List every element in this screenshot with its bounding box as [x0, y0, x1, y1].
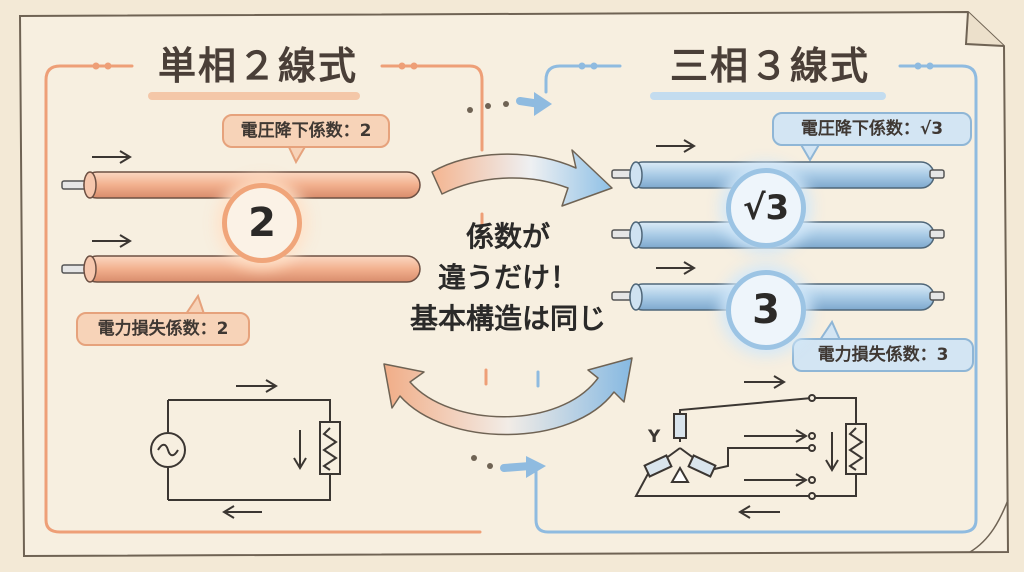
dotted-arrow-top: [467, 92, 552, 116]
dotted-arrow-bottom: [471, 455, 546, 478]
left-title: 単相２線式: [157, 44, 358, 88]
right-voltage-coefficient-badge: √3: [726, 168, 806, 248]
center-message-line-3: 基本構造は同じ: [409, 302, 606, 335]
bubble-tail-vd-left: [287, 144, 307, 165]
center-message: 係数が 違うだけ！ 基本構造は同じ: [392, 216, 624, 339]
center-message-line-2: 違うだけ！: [437, 261, 578, 294]
paper-sheet: [18, 10, 1010, 558]
left-coefficient-badge: 2: [222, 183, 302, 263]
bubble-tail-vd-right: [799, 142, 821, 162]
y-coil-top-icon: [673, 413, 687, 439]
y-connection-label: Y: [648, 427, 661, 447]
right-current-arrows: [656, 139, 696, 275]
curved-arrow-top: [431, 149, 613, 207]
left-circuit: [150, 379, 341, 519]
right-circuit: [634, 375, 867, 519]
right-voltage-drop-label: 電圧降下係数：√3: [772, 112, 972, 146]
right-title: 三相３線式: [669, 44, 870, 88]
left-title-underline: [148, 92, 360, 100]
right-title-underline: [650, 92, 886, 100]
bubble-tail-pl-left: [185, 293, 205, 315]
curved-arrow-bottom: [383, 357, 633, 436]
left-frame: [44, 62, 488, 534]
right-frame: [534, 62, 978, 534]
left-voltage-drop-label: 電圧降下係数：2: [222, 114, 390, 148]
left-wire-bottom: [61, 255, 421, 283]
right-resistor-icon: [845, 423, 867, 475]
y-coil-right-icon: [687, 454, 717, 478]
right-power-loss-label: 電力損失係数：3: [792, 338, 974, 372]
bubble-tail-pl-right: [819, 319, 841, 341]
right-power-coefficient-badge: 3: [726, 270, 806, 350]
y-coil-left-icon: [643, 454, 673, 478]
left-power-loss-label: 電力損失係数：2: [76, 312, 250, 346]
left-current-arrows: [92, 150, 132, 248]
center-message-line-1: 係数が: [465, 220, 550, 253]
